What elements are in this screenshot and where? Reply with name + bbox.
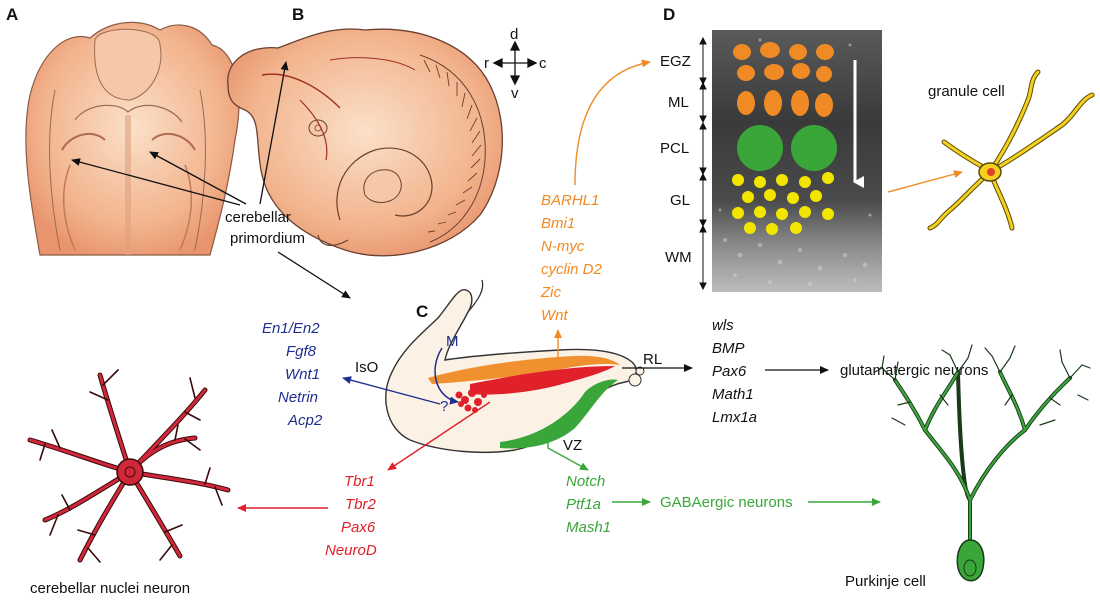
blue-gene: Wnt1 [285,366,320,383]
blue-gene: Fgf8 [286,343,317,360]
rl-label: RL [643,351,662,368]
compass-dorsal-label: d [510,26,518,43]
layer-pcl: PCL [660,140,689,157]
panel-d-histology [699,30,882,292]
green-diag-arrow [547,440,589,471]
iso-label: IsO [355,359,378,376]
layer-ml: ML [668,94,689,111]
pcl-purkinje-somata [737,125,837,171]
black-gene: Math1 [712,386,754,403]
purkinje-cell-label: Purkinje cell [845,573,926,590]
red-gene: Tbr1 [344,473,375,490]
green-gene: Notch [566,473,605,490]
granule-cell-drawing [927,69,1095,231]
blue-gene: En1/En2 [262,320,320,337]
panel-c-cerebellar-anlage [385,279,645,453]
red-gene-list: Tbr1 Tbr2 Pax6 NeuroD [325,473,377,559]
cerebellar-primordium-label-line1: cerebellar [225,209,291,226]
red-gene: Tbr2 [345,496,377,513]
panel-a-embryo-head [25,21,240,256]
egz-orange-cells [733,42,834,117]
orange-gene: Bmi1 [541,215,575,232]
green-gene: Ptf1a [566,496,601,513]
compass-rostral-label: r [484,55,489,72]
purkinje-cell-drawing [874,344,1091,582]
black-gene: wls [712,317,734,334]
black-gene: BMP [712,340,745,357]
gl-yellow-cells [732,172,834,235]
layer-egz: EGZ [660,53,691,70]
cerebellar-primordium-label-line2: primordium [230,230,305,247]
compass-ventral-label: v [511,85,519,102]
panel-label-d: D [663,5,675,24]
orange-gene-list: BARHL1 Bmi1 N-myc cyclin D2 Zic Wnt [540,192,603,324]
question-label: ? [440,398,448,415]
compass-caudal-label: c [539,55,547,72]
red-diag-arrow [387,401,491,471]
glutamatergic-label: glutamatergic neurons [840,362,988,379]
black-gene: Lmx1a [712,409,757,426]
orange-gene: BARHL1 [541,192,599,209]
granule-arrow [887,170,963,193]
vz-label: VZ [563,437,582,454]
green-gene: Mash1 [566,519,611,536]
migration-m-label: M [446,333,459,350]
orange-gene: Wnt [541,307,569,324]
orange-curved-arrow [574,59,651,186]
primordium-pointer-arrows [71,61,351,299]
panel-label-a: A [6,5,18,24]
blue-gene-list: En1/En2 Fgf8 Wnt1 Netrin Acp2 [262,320,323,429]
black-gene-list: wls BMP Pax6 Math1 Lmx1a [712,317,757,426]
orange-gene: Zic [540,284,561,301]
blue-arrow [342,376,441,405]
blue-gene: Netrin [278,389,318,406]
nuclei-neuron-drawing [27,369,231,563]
panel-label-b: B [292,5,304,24]
panel-b-embryo-lateral [227,28,503,257]
granule-cell-label: granule cell [928,83,1005,100]
green-gene-list: Notch Ptf1a Mash1 [566,473,611,536]
red-gene: Pax6 [341,519,376,536]
orange-gene: cyclin D2 [541,261,603,278]
layer-gl: GL [670,192,690,209]
nuclei-neuron-label: cerebellar nuclei neuron [30,580,190,597]
red-gene: NeuroD [325,542,377,559]
blue-gene: Acp2 [287,412,323,429]
panel-label-c: C [416,302,428,321]
layer-wm: WM [665,249,692,266]
orange-gene: N-myc [541,238,585,255]
gabaergic-label: GABAergic neurons [660,494,793,511]
orientation-compass [492,40,538,86]
black-gene: Pax6 [712,363,747,380]
